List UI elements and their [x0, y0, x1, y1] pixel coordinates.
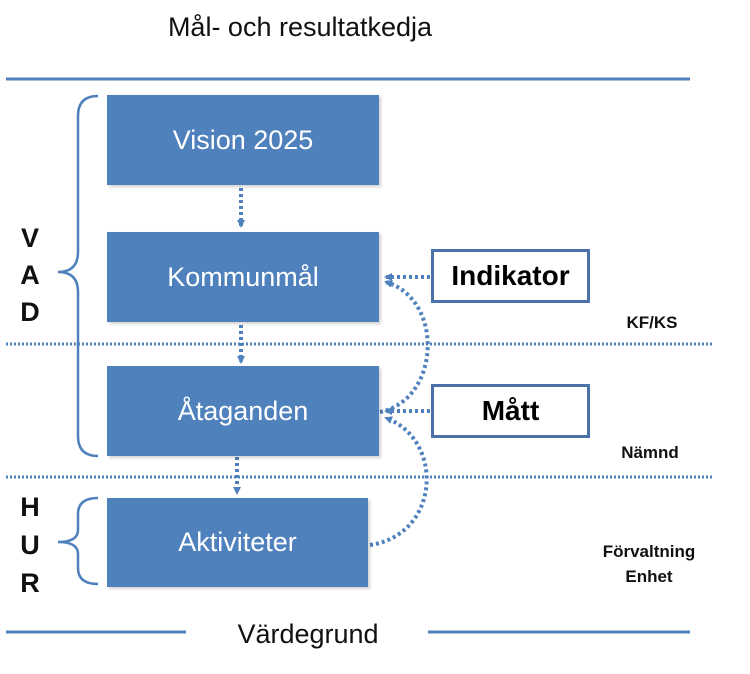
- box-kommunmal: Kommunmål: [107, 232, 379, 322]
- box-ataganden: Åtaganden: [107, 366, 379, 456]
- letter-d: D: [20, 297, 40, 327]
- level-forvaltning: Förvaltning: [602, 542, 696, 561]
- letter-r: R: [20, 568, 40, 598]
- feedback-ataganden-kommunmal: [379, 279, 430, 414]
- brace-hur: [57, 496, 99, 586]
- box-vision: Vision 2025: [107, 95, 379, 185]
- letter-h: H: [20, 492, 40, 522]
- level-namnd: Nämnd: [621, 443, 679, 462]
- tag-matt: Mått: [431, 384, 590, 438]
- letter-v: V: [20, 223, 39, 253]
- brace-vad: [57, 94, 99, 458]
- level-kf-ks: KF/KS: [626, 313, 678, 332]
- box-aktiviteter: Aktiviteter: [107, 498, 368, 587]
- footer-vardegrund: Värdegrund: [237, 619, 379, 649]
- feedback-aktiviteter-ataganden: [369, 416, 429, 547]
- letter-a: A: [20, 260, 40, 290]
- tag-indikator: Indikator: [431, 249, 590, 303]
- letter-u: U: [20, 530, 40, 560]
- level-enhet: Enhet: [625, 567, 673, 586]
- diagram-title: Mål- och resultatkedja: [167, 12, 433, 42]
